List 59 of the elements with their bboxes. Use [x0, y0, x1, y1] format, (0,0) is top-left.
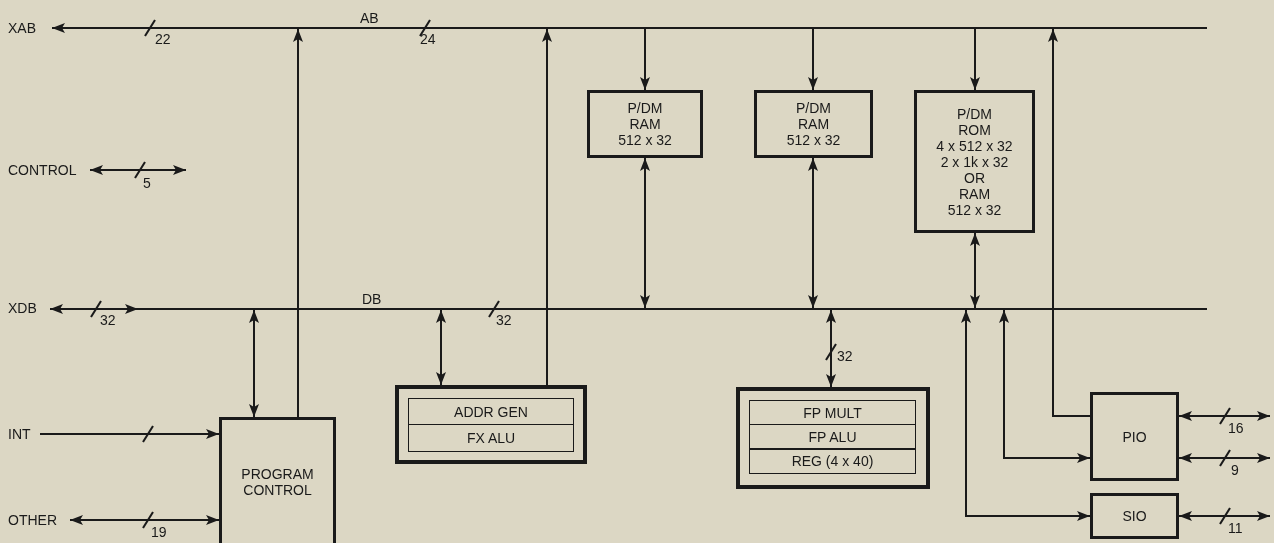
arrow: [51, 23, 191, 33]
block-text: 4 x 512 x 32: [936, 137, 1013, 154]
block-text: OR: [964, 169, 985, 186]
bus-width-label: 32: [100, 312, 116, 328]
arrow: [961, 309, 1091, 521]
arrow: [999, 309, 1091, 463]
arrow: [49, 304, 139, 314]
block-outline: [736, 387, 930, 489]
bus-width-label: 16: [1228, 420, 1244, 436]
block-text: P/DM RAM 512 x 32: [617, 100, 673, 148]
unit-row: REG (4 x 40): [749, 448, 916, 474]
unit-row: FP ALU: [749, 423, 916, 450]
arrow: [826, 309, 836, 388]
arrow: [970, 28, 980, 91]
bus-name: DB: [362, 291, 382, 307]
arrow: [39, 429, 220, 439]
block-text: P/DM ROM: [956, 105, 993, 138]
arrow: [293, 28, 303, 418]
arrow: [1178, 511, 1271, 521]
io-block: SIO: [1090, 493, 1179, 539]
io-block: PIO: [1090, 392, 1179, 481]
unit-row: FX ALU: [408, 423, 574, 452]
arrow: [249, 309, 259, 418]
memory-block: [587, 90, 703, 158]
bus-width-label: 9: [1231, 462, 1239, 478]
arrow: [808, 28, 818, 91]
block-outline: [395, 385, 587, 464]
bus-width-label: 5: [143, 175, 151, 191]
signal-label: CONTROL: [8, 162, 90, 179]
block-text: RAM 512 x 32: [947, 185, 1002, 218]
arrow: [640, 28, 650, 91]
arrow: [808, 157, 818, 309]
bus-width-label: 19: [151, 524, 167, 540]
unit-row: ADDR GEN: [408, 398, 574, 425]
bus-width-label: 32: [496, 312, 512, 328]
arrow: [970, 232, 980, 309]
arrow: [1178, 453, 1271, 463]
arrow: [1048, 28, 1091, 417]
bus-width-label: 32: [837, 348, 853, 364]
block-text: P/DM RAM 512 x 32: [786, 100, 841, 148]
arrow: [69, 515, 220, 525]
memory-block: [914, 90, 1035, 233]
unit-row: FP MULT: [749, 400, 916, 425]
signal-label: XDB: [8, 300, 50, 317]
bus-width-label: 22: [155, 31, 171, 47]
signal-label: INT: [8, 426, 40, 443]
arrow: [640, 157, 650, 309]
arrow: [89, 165, 187, 175]
program-control-block: PROGRAM CONTROL: [219, 417, 336, 543]
memory-block: [754, 90, 873, 158]
signal-label: XAB: [8, 20, 52, 37]
arrow: [1178, 411, 1271, 421]
bus-name: AB: [360, 10, 379, 26]
bus-width-label: 11: [1228, 520, 1243, 536]
block-text: 2 x 1k x 32: [940, 153, 1009, 170]
arrow: [542, 28, 552, 386]
arrow: [436, 309, 446, 386]
bus-width-label: 24: [420, 31, 436, 47]
signal-label: OTHER: [8, 512, 70, 529]
